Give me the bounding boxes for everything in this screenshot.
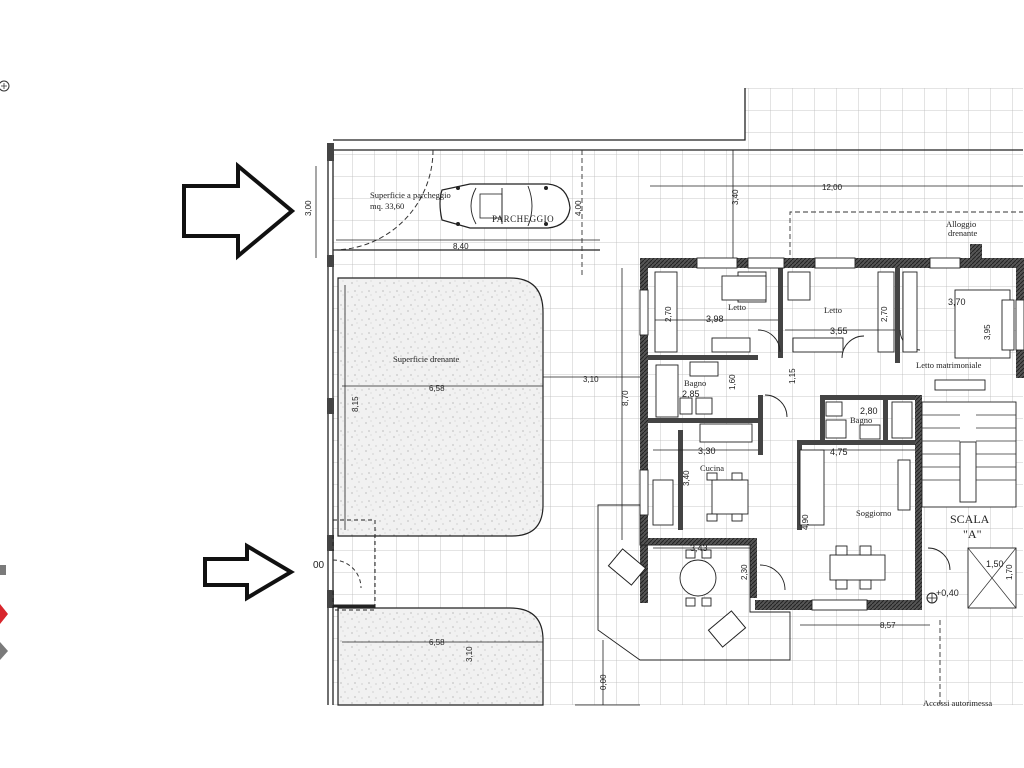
dim-490: 4,90 [801,514,810,530]
dim-815: 8,15 [351,396,360,412]
kitchen-label: Cucina [700,463,724,473]
post [327,535,334,551]
projection-lines [581,150,1023,705]
side-marker-grey [0,565,6,575]
dimension-lines [315,150,1023,706]
dim-00-edge: 00 [313,560,325,571]
tables [679,472,886,607]
dim-398: 3,98 [706,314,724,324]
gate-swing [332,149,434,251]
post [327,590,334,608]
bathroom-2-label: Bagno [850,415,872,425]
dim-870: 8,70 [621,390,630,406]
parking-label: PARCHEGGIO [492,214,554,224]
parking-area-size: mq. 33,60 [370,201,404,211]
dim-280: 2,80 [860,406,878,416]
dim-400: 4,00 [574,200,583,216]
dim-857: 8,57 [880,621,896,630]
dim-658-a: 6,58 [429,384,445,393]
dim-285: 2,85 [682,389,700,399]
dim-340-top: 3,40 [731,189,740,205]
dim-395: 3,95 [983,324,992,340]
drain-lodging-label: Alloggio [946,219,976,229]
dim-340-kit: 3,40 [682,470,691,486]
arrow-icon [182,161,296,261]
doors [757,329,951,591]
level-marker-icon [926,592,938,604]
side-marker-grey-2 [0,642,8,660]
draining-area-2 [337,607,544,706]
terrace [597,504,791,661]
dim-343: 3,43 [690,543,708,553]
arrow-icon [203,542,295,602]
dim-040: +0,40 [936,588,959,598]
car-icon [439,183,571,229]
draining-area-1 [337,277,544,537]
draining-area-label: Superficie drenante [393,354,460,364]
dim-270-a: 2,70 [664,306,673,322]
windows [639,257,1024,611]
paving-grid-top [745,88,1023,150]
dim-330: 3,30 [698,446,716,456]
dim-270-b: 2,70 [880,306,889,322]
stair-label: SCALA [950,512,990,526]
corner-symbol [0,80,10,92]
bedroom-1-label: Letto [728,302,746,312]
dim-160: 1,60 [728,374,737,390]
dim-370: 3,70 [948,297,966,307]
parking-area-label: Superficie a parcheggio [370,190,451,200]
dim-230: 2,30 [740,564,749,580]
master-bedroom-label: Letto matrimoniale [916,360,982,370]
drain-lodging-label-2: drenante [948,228,977,238]
stair-treads [922,414,1017,609]
dim-1200: 12,00 [822,183,843,192]
bathroom-1-label: Bagno [684,378,706,388]
side-marker-red [0,604,8,624]
post [327,255,334,267]
lounge-chairs [607,548,747,648]
dim-170: 1,70 [1005,564,1014,580]
dim-840: 8,40 [453,242,469,251]
dim-115: 1,15 [788,368,797,384]
dim-310-low: 3,10 [465,646,474,662]
car-access-label: Accessi autorimessa [923,698,992,708]
dim-150: 1,50 [986,559,1004,569]
dim-300: 3,00 [304,200,313,216]
dim-310-mid: 3,10 [583,375,599,384]
dim-658-b: 6,58 [429,638,445,647]
dim-355: 3,55 [830,326,848,336]
stair-id: "A" [963,527,982,541]
gate-swing-low [332,559,362,589]
dim-475: 4,75 [830,447,848,457]
site-boundary [327,88,1023,705]
post [327,143,334,161]
living-room-label: Soggiorno [856,508,891,518]
gate-box [332,519,376,611]
post [327,398,334,414]
dim-000: 0,00 [599,674,608,690]
bedroom-2-label: Letto [824,305,842,315]
